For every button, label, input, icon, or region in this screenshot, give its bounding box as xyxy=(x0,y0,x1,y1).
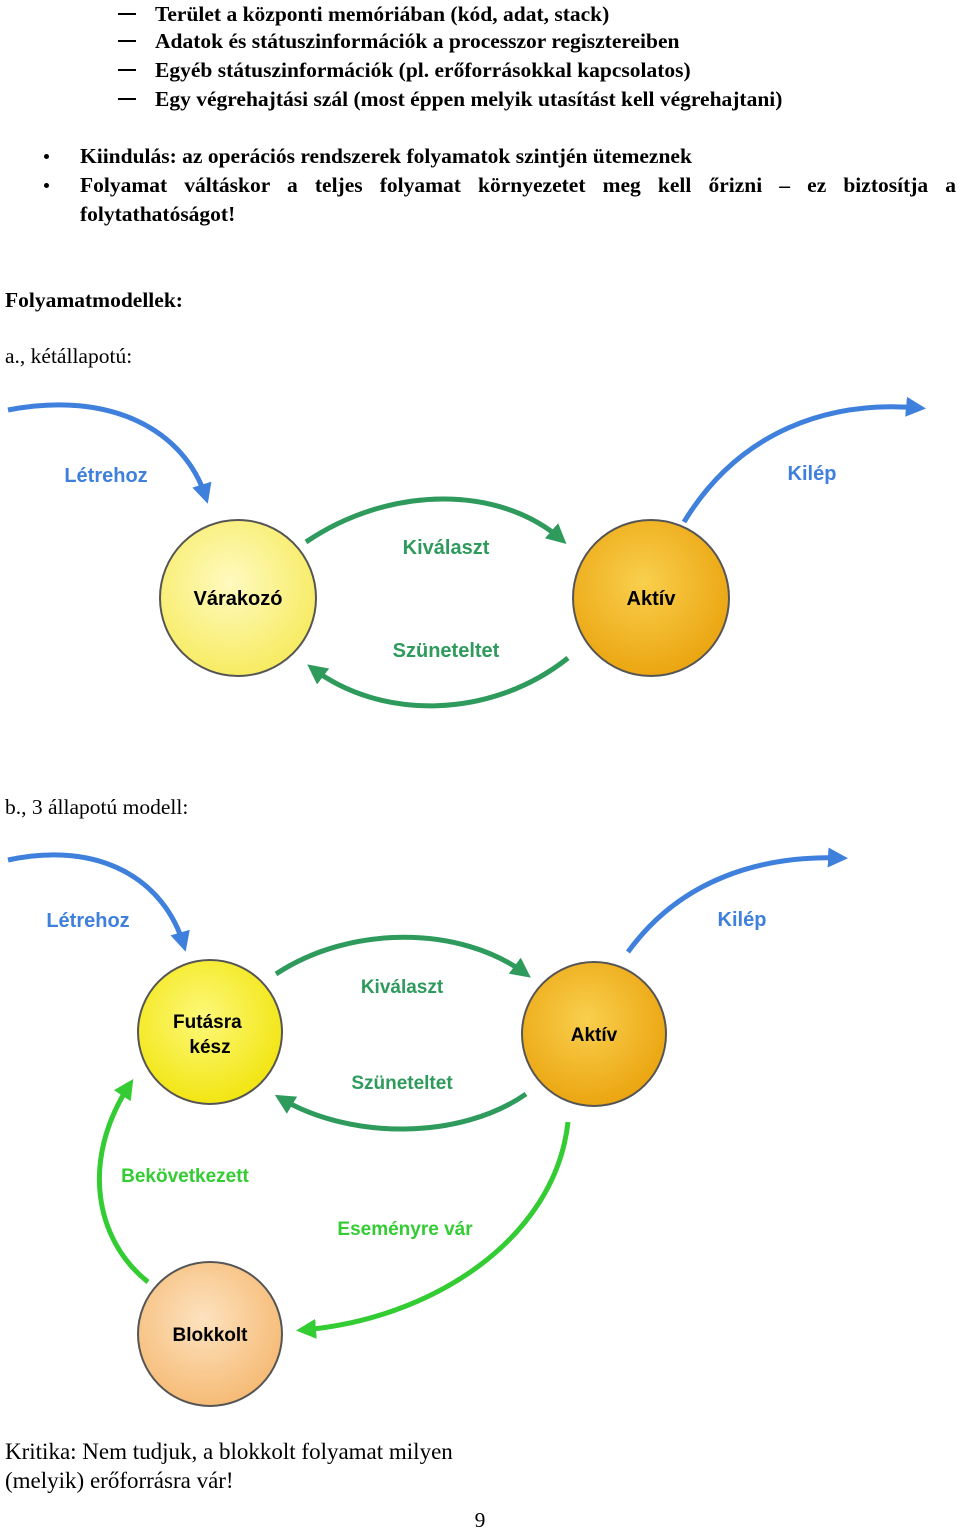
exit-arrow xyxy=(681,396,926,524)
state-waiting xyxy=(159,519,317,677)
state-active xyxy=(572,519,730,677)
bullet-dot xyxy=(44,154,49,159)
state-ready xyxy=(137,959,283,1105)
state-ready-label: Futásra kész xyxy=(173,1012,247,1058)
state-ready-line2: kész xyxy=(189,1037,230,1058)
label-select: Kiválaszt xyxy=(361,977,444,998)
occurred-arrow xyxy=(96,1078,150,1284)
label-suspend: Szüneteltet xyxy=(393,640,500,662)
state-active xyxy=(521,961,667,1107)
select-arrow xyxy=(304,496,567,545)
critique-line-2: (melyik) erőforrásra vár! xyxy=(5,1468,234,1493)
select-arrow xyxy=(274,934,531,978)
state-waiting-label: Várakozó xyxy=(194,588,283,610)
label-exit: Kilép xyxy=(718,909,767,931)
dash-item-text: Egyéb státuszinformációk (pl. erőforráso… xyxy=(155,58,691,82)
bullet-text: Kiindulás: az operációs rendszerek folya… xyxy=(80,144,692,168)
label-suspend: Szüneteltet xyxy=(351,1073,453,1094)
label-create: Létrehoz xyxy=(64,465,147,487)
label-create: Létrehoz xyxy=(46,910,129,932)
two-state-diagram: Létrehoz Kilép Kiválaszt Szüneteltet Vár… xyxy=(7,396,926,709)
state-ready-line1: Futásra xyxy=(173,1012,242,1033)
bullet-dot xyxy=(44,183,49,188)
diagram-b-caption: b., 3 állapotú modell: xyxy=(5,795,189,819)
dash-marker xyxy=(118,13,136,15)
label-select: Kiválaszt xyxy=(403,537,490,559)
label-wait-event: Eseményre vár xyxy=(337,1219,473,1240)
dash-marker xyxy=(118,98,136,100)
dash-marker xyxy=(118,69,136,71)
dash-item-text: Adatok és státuszinformációk a processzo… xyxy=(155,29,680,53)
dash-item-text: Egy végrehajtási szál (most éppen melyik… xyxy=(155,87,783,111)
state-active-label: Aktív xyxy=(571,1025,618,1046)
create-arrow xyxy=(7,402,212,504)
wait-event-arrow xyxy=(296,1121,571,1339)
suspend-arrow xyxy=(274,1091,528,1132)
state-blocked-label: Blokkolt xyxy=(173,1325,249,1346)
section-heading: Folyamatmodellek: xyxy=(5,288,183,312)
page-number: 9 xyxy=(474,1508,486,1532)
dash-marker xyxy=(118,40,136,42)
dash-item-text: Terület a központi memóriában (kód, adat… xyxy=(155,2,610,26)
label-exit: Kilép xyxy=(788,463,837,485)
state-active-label: Aktív xyxy=(627,588,677,610)
critique-line-1: Kritika: Nem tudjuk, a blokkolt folyamat… xyxy=(5,1439,453,1464)
create-arrow xyxy=(7,852,190,952)
three-state-diagram: Létrehoz Kilép Kiválaszt Szüneteltet Bek… xyxy=(7,847,848,1407)
bullet-text: Folyamat váltáskor a teljes folyamat kör… xyxy=(80,173,956,197)
exit-arrow xyxy=(625,847,848,954)
label-occurred: Bekövetkezett xyxy=(121,1166,249,1187)
bullet-text: folytathatóságot! xyxy=(80,202,236,226)
state-blocked xyxy=(137,1261,283,1407)
diagram-a-caption: a., kétállapotú: xyxy=(5,344,133,368)
suspend-arrow xyxy=(307,656,570,709)
